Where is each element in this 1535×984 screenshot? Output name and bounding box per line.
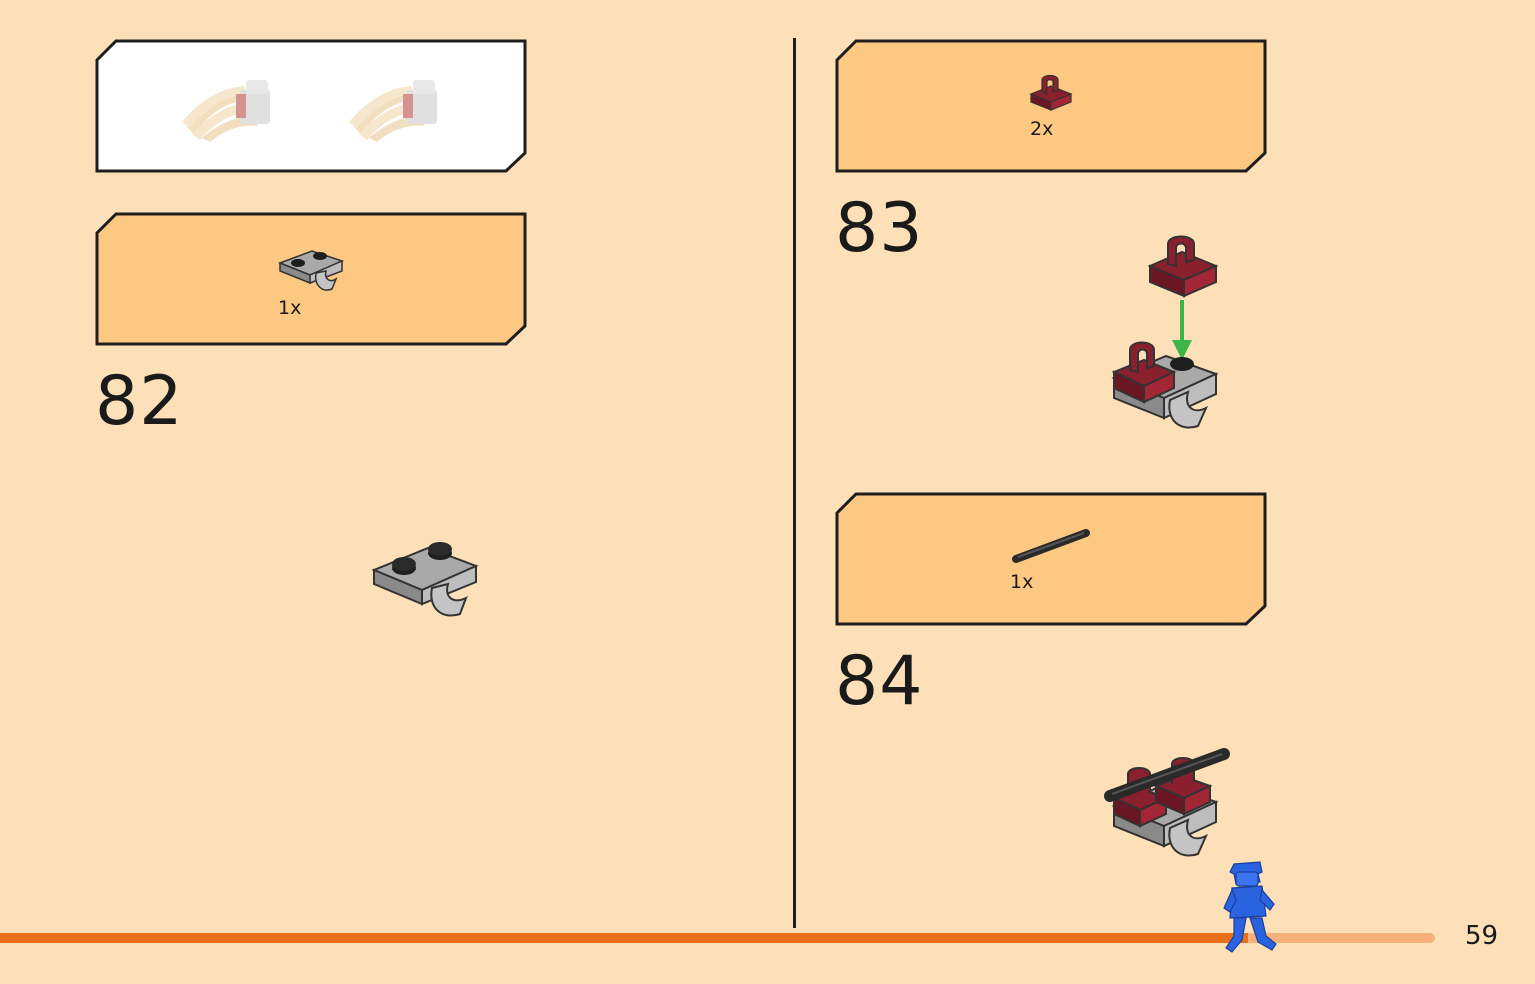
parts-box-step-82: 1x (94, 211, 528, 347)
claw-part-icon (182, 80, 270, 142)
running-minifigure-icon (1223, 861, 1277, 953)
page-number: 59 (1465, 921, 1499, 951)
step-82-assembly-icon (371, 542, 479, 617)
preview-callout-box (94, 38, 528, 174)
step-83-assembly-icon (1111, 235, 1219, 429)
parts-box-step-84: 1x (834, 491, 1268, 627)
step-83-part-qty: 2x (1030, 118, 1054, 140)
step-number-84: 84 (835, 642, 924, 721)
progress-bar-completed (0, 933, 1248, 943)
parts-box-step-83: 2x (834, 38, 1268, 174)
step-number-82: 82 (95, 362, 184, 441)
step-84-part-qty: 1x (1010, 571, 1034, 593)
step-number-83: 83 (835, 189, 924, 268)
page-divider (793, 38, 796, 928)
gray-plate-clip-icon (277, 250, 345, 291)
dark-red-tile-clip-icon (1029, 74, 1073, 111)
progress-bar-remaining (1248, 933, 1435, 943)
black-bar-icon (1012, 529, 1090, 563)
claw-part-icon (349, 80, 437, 142)
step-84-assembly-icon (1104, 748, 1230, 857)
step-82-part-qty: 1x (278, 297, 302, 319)
